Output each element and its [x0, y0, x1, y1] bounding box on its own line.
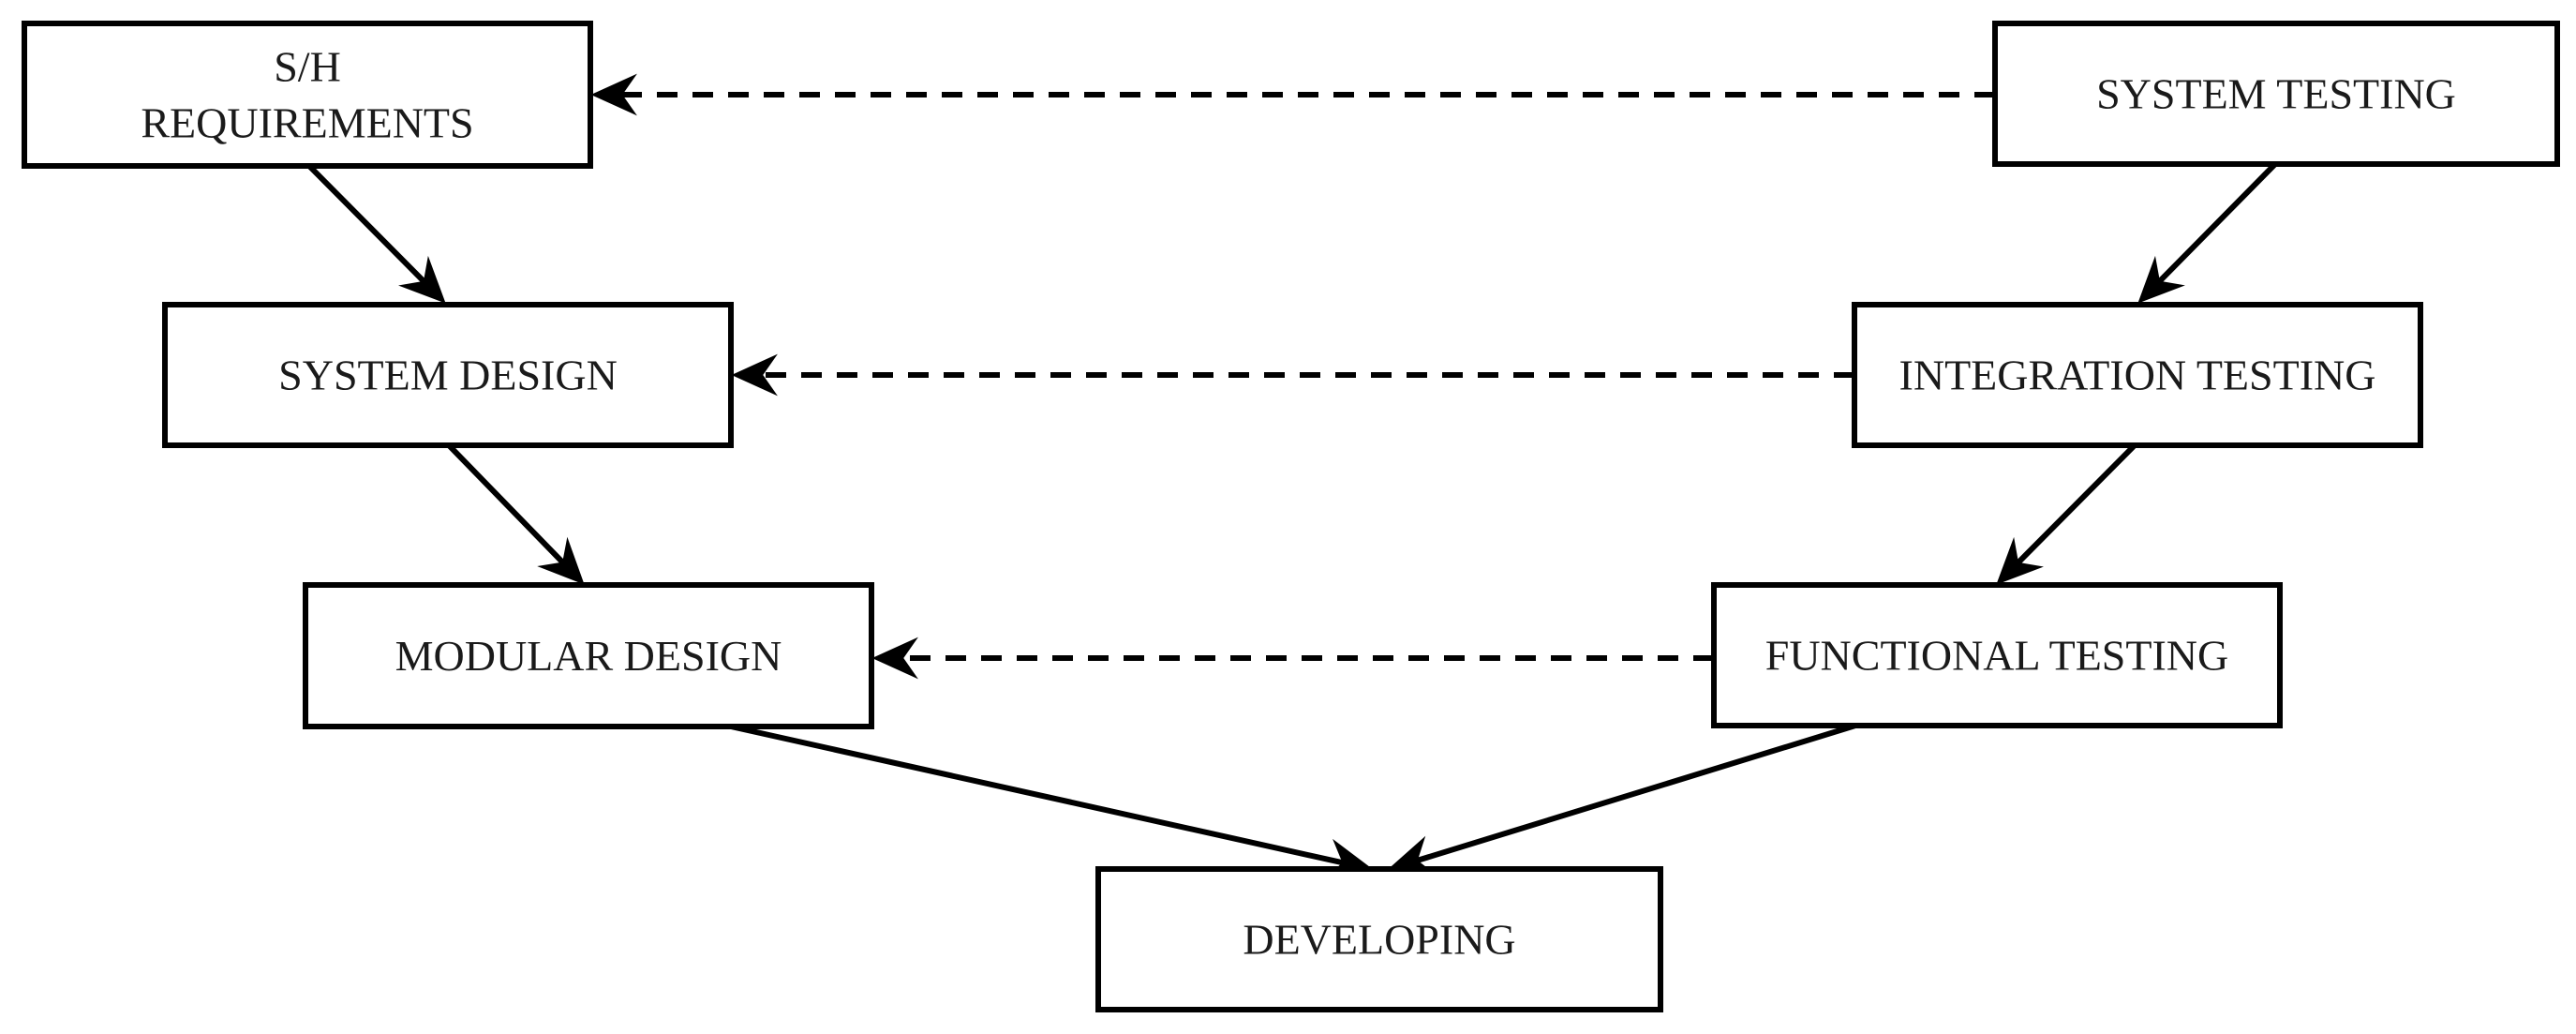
node-sh-requirements: S/H REQUIREMENTS	[22, 21, 593, 169]
edge-system-testing-to-integration-testing-arrowhead	[2137, 255, 2185, 304]
node-system-testing: SYSTEM TESTING	[1992, 21, 2560, 167]
edge-integration-testing-to-functional-testing	[1996, 442, 2137, 585]
node-modular-design-box	[303, 582, 874, 729]
edge-sh-requirements-to-system-design-line	[306, 163, 426, 284]
node-system-design-label: SYSTEM DESIGN	[278, 352, 618, 399]
node-modular-design: MODULAR DESIGN	[303, 582, 874, 729]
edge-integration-testing-to-functional-testing-line	[2016, 442, 2137, 565]
edge-integration-testing-to-system-design-arrowhead	[731, 353, 778, 397]
edge-integration-testing-to-system-design	[731, 353, 1854, 397]
edge-system-testing-to-integration-testing	[2137, 161, 2278, 304]
edge-modular-design-to-developing	[730, 724, 1374, 880]
edge-system-testing-to-integration-testing-line	[2156, 161, 2278, 284]
node-functional-testing-label: FUNCTIONAL TESTING	[1765, 632, 2228, 680]
edge-integration-testing-to-functional-testing-arrowhead	[1996, 536, 2044, 585]
edge-system-design-to-modular-design-arrowhead	[537, 536, 585, 585]
edge-system-testing-to-sh-requirements	[590, 73, 1995, 116]
edge-system-design-to-modular-design-line	[446, 442, 566, 565]
node-modular-design-label: MODULAR DESIGN	[395, 632, 782, 680]
node-system-testing-label: SYSTEM TESTING	[2096, 70, 2456, 118]
node-system-design: SYSTEM DESIGN	[162, 302, 734, 448]
node-sh-requirements-label: REQUIREMENTS	[141, 99, 473, 147]
node-sh-requirements-box	[22, 21, 593, 169]
edge-sh-requirements-to-system-design-arrowhead	[398, 255, 446, 304]
node-developing-box	[1095, 866, 1663, 1012]
edge-functional-testing-to-modular-design	[871, 637, 1714, 680]
node-functional-testing-box	[1711, 582, 2283, 728]
node-integration-testing-label: INTEGRATION TESTING	[1899, 352, 2376, 399]
node-integration-testing-box	[1852, 302, 2423, 448]
nodes-layer: S/H REQUIREMENTS SYSTEM DESIGN MODULAR DESI…	[22, 21, 2560, 1012]
node-system-testing-box	[1992, 21, 2560, 167]
node-developing: DEVELOPING	[1095, 866, 1663, 1012]
node-sh-requirements-label: S/H	[274, 43, 341, 91]
node-integration-testing: INTEGRATION TESTING	[1852, 302, 2423, 448]
edge-system-testing-to-sh-requirements-arrowhead	[590, 73, 637, 116]
node-functional-testing: FUNCTIONAL TESTING	[1711, 582, 2283, 728]
edge-modular-design-to-developing-line	[730, 724, 1345, 866]
edge-functional-testing-to-developing	[1387, 723, 1856, 877]
edge-functional-testing-to-modular-design-arrowhead	[871, 637, 918, 680]
edge-system-design-to-modular-design	[446, 442, 585, 585]
node-system-design-box	[162, 302, 734, 448]
edges-layer	[306, 73, 2278, 880]
edge-functional-testing-to-developing-line	[1415, 723, 1856, 864]
edge-sh-requirements-to-system-design	[306, 163, 446, 304]
node-developing-label: DEVELOPING	[1243, 916, 1515, 964]
